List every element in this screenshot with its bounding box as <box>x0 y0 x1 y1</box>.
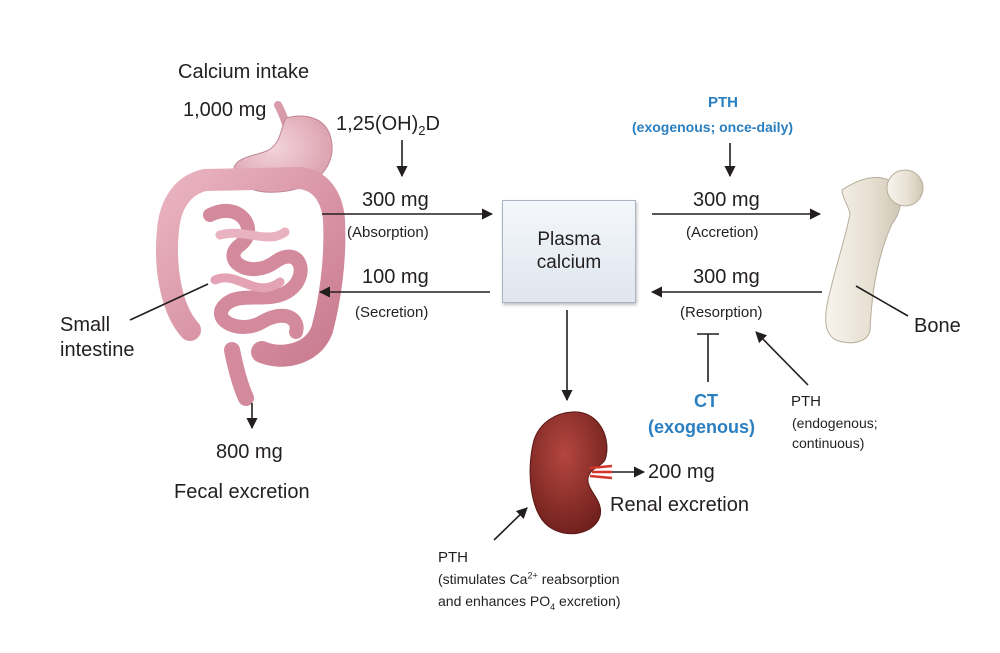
secretion-amount: 100 mg <box>362 266 429 288</box>
plasma-line2: calcium <box>536 251 602 273</box>
digestive-tract-illustration <box>155 101 346 406</box>
calcium-intake-title: Calcium intake <box>178 61 310 83</box>
renal-label: Renal excretion <box>610 494 749 516</box>
bone-label: Bone <box>914 315 961 337</box>
pth-kidney-line2: and enhances PO4 excretion) <box>438 593 621 612</box>
secretion-label: (Secretion) <box>355 304 429 321</box>
pth-kidney-title: PTH <box>438 549 468 566</box>
resorption-label: (Resorption) <box>680 304 763 321</box>
small-intestine-leader <box>129 283 209 321</box>
fecal-label: Fecal excretion <box>174 481 310 503</box>
pth-exogenous-note: (exogenous; once-daily) <box>632 119 794 135</box>
pth-endogenous-line2: continuous) <box>792 435 865 451</box>
vitamin-d-label: 1,25(OH)2D <box>336 113 440 138</box>
fecal-amount: 800 mg <box>216 441 283 463</box>
small-intestine-coils <box>203 203 308 339</box>
accretion-amount: 300 mg <box>693 189 760 211</box>
small-intestine-label-line1: Small <box>60 314 111 336</box>
bone-leader <box>855 285 909 317</box>
pth-endogenous-line1: (endogenous; <box>792 415 878 431</box>
femur-illustration <box>825 169 924 344</box>
large-intestine <box>155 166 346 367</box>
kidney-illustration <box>529 411 613 535</box>
pth-endogenous-title: PTH <box>791 393 821 410</box>
plasma-calcium-box: Plasma calcium <box>502 200 636 303</box>
calcium-intake-amount: 1,000 mg <box>183 99 267 121</box>
plasma-line1: Plasma <box>537 228 601 250</box>
renal-amount: 200 mg <box>648 461 715 483</box>
pth-exogenous-title: PTH <box>708 94 738 111</box>
pth-kidney-line1: (stimulates Ca2+ reabsorption <box>438 570 620 587</box>
accretion-label: (Accretion) <box>686 224 759 241</box>
ct-label-line2: (exogenous) <box>648 417 756 437</box>
rectum <box>224 342 254 406</box>
small-intestine-label-line2: intestine <box>60 339 135 361</box>
absorption-label: (Absorption) <box>347 224 429 241</box>
resorption-amount: 300 mg <box>693 266 760 288</box>
arrows <box>129 140 909 541</box>
absorption-amount: 300 mg <box>362 189 429 211</box>
pth-kidney-arrow <box>493 507 528 541</box>
pth-endogenous-arrow <box>755 331 809 386</box>
ct-label-line1: CT <box>694 391 718 411</box>
